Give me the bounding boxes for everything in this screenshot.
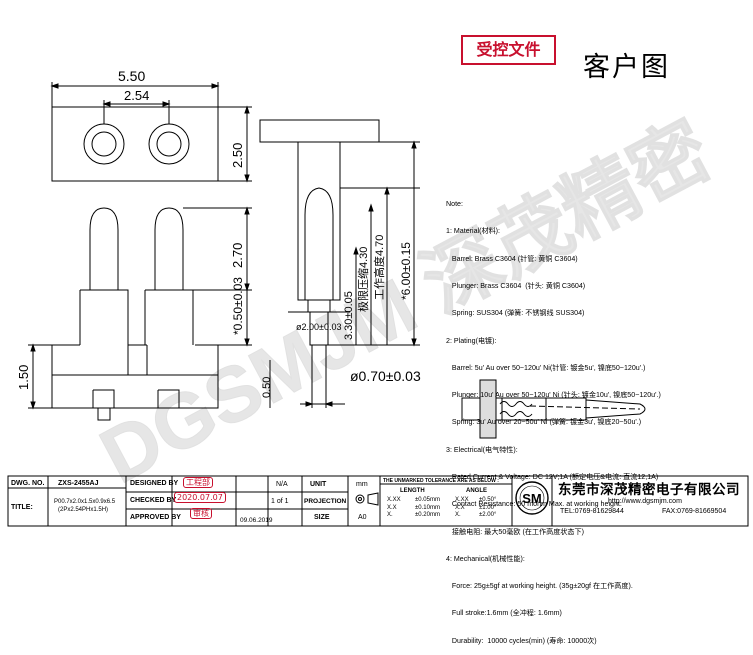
note-line: Plunger: Brass C3604 (针头: 黄铜 C3604) [446,282,586,291]
drawing-title: 客户图 [583,52,670,83]
dim-dia-200: ø2.00±0.03 [296,322,341,332]
dim-pitch: 2.54 [124,88,149,103]
title-label: TITLE: [11,504,33,511]
engineering-stamp: 工程部 [183,477,213,488]
side-view [259,119,420,408]
note-line: Plunger: 10u' Au over 50~120u' Ni (针头: 镀… [446,391,661,400]
company-website[interactable]: http://www.dgsmjm.com [608,498,682,505]
note-line: 接触电阻: 最大50毫欧 (在工作高度状态下) [446,527,584,536]
note-line: Barrel: Brass C3604 (针管: 黄铜 C3604) [446,254,578,263]
projection-label: PROJECTION [304,498,347,505]
projection-symbol [355,492,379,506]
notes-heading: Note: [446,200,463,209]
date-value: 09.06.2019 [240,517,273,524]
dwg-no-label: DWG. NO. [11,480,45,487]
note-line: Spring: 3u' Au over 20~50u' Ni (弹簧: 镀金3u… [446,418,642,427]
dim-330: 3.30±0.05 [343,291,355,340]
dim-height-250: 2.50 [230,143,245,168]
title-value: P00.7x2.0x1.5x0.9x6.5 [54,499,116,505]
note-line: Force: 25g±5gf at working height. (35g±2… [446,582,633,591]
title-block-grid [7,475,749,527]
note-line: 3: Electrical(电气特性): [446,445,518,454]
dim-height-270: 2.70 [230,243,245,268]
length-label: LENGTH [400,488,425,494]
note-line: 4: Mechanical(机械性能): [446,554,525,563]
dwg-no-value: ZXS-2455AJ [58,480,99,487]
sheet-value: 1 of 1 [271,498,289,505]
note-line: 2: Plating(电镀): [446,336,497,345]
company-tel: TEL:0769-81629844 [560,508,624,515]
unit-value: mm [356,481,368,488]
title-value-2: (2Px2.54PHx1.5H) [58,507,109,513]
checked-by-label: CHECKED BY [130,497,177,504]
date-stamp: 2020.07.07 [174,492,226,503]
size-value: A0 [358,514,367,521]
angle-label: ANGLE [466,488,487,494]
dim-dia-070: ø0.70±0.03 [350,368,421,384]
dim-050b: 0.50 [261,377,273,398]
dim-total-height: *6.00±0.15 [399,242,413,300]
drawing-sheet: DGSMJM 深茂精密 [7,35,749,645]
logo-text: SM [522,491,542,506]
size-label: SIZE [314,514,330,521]
front-view [28,206,252,421]
company-name: 东莞市深茂精密电子有限公司 [558,482,740,498]
company-fax: FAX:0769-81669504 [662,508,727,515]
tolerance-heading: THE UNMARKED TOLERANCE ARE AS BELOW : [383,478,499,484]
dim-limit-height: 极限压缩4.30 [356,247,370,312]
note-line: Contact Resistance: 50 mohm Max. at work… [446,500,622,509]
designed-by-label: DESIGNED BY [130,480,179,487]
note-line: Barrel: 5u' Au over 50~120u' Ni(针管: 镀金5u… [446,363,646,372]
note-line: Spring: SUS304 (弹簧: 不锈钢线 SUS304) [446,309,585,318]
approved-by-label: APPROVED BY [130,514,181,521]
note-line: Full stroke:1.6mm (全冲程: 1.6mm) [446,609,562,618]
dim-050-tol: *0.50±0.03 [231,277,245,335]
dim-work-height: 工作高度4.70 [372,235,386,300]
note-line: 1: Material(材料): [446,227,500,236]
note-line: Rated Current & Voltage: DC 12V;1A (额定电压… [446,473,659,481]
notes-block: Note: 1: Material(材料): Barrel: Brass C36… [446,182,746,655]
top-view [50,82,252,183]
controlled-document-stamp: 受控文件 [461,35,556,65]
review-stamp: 审核 [190,508,212,519]
company-logo [515,481,549,515]
dim-width: 5.50 [118,68,145,84]
drawing-canvas: DGSMJM 深茂精密 [7,68,749,527]
section-view [461,379,646,439]
unit-label: UNIT [310,481,327,488]
scale-value: N/A [276,481,288,488]
dim-height-150: 1.50 [16,365,31,390]
note-line: Durability: 10000 cycles(min) (寿命: 10000… [446,636,597,645]
